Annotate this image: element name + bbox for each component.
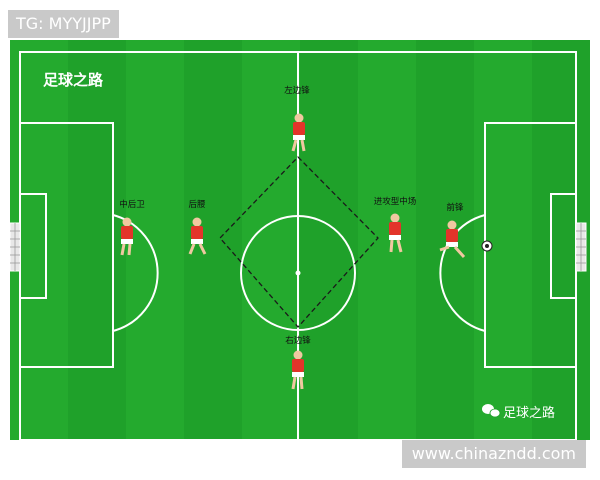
center-circle xyxy=(240,215,356,331)
wechat-icon xyxy=(482,404,501,418)
player-attacking-mid xyxy=(389,213,403,253)
diamond-formation-lines xyxy=(219,156,379,328)
watermark-tag: TG: MYYJJPP xyxy=(8,10,119,38)
left-penalty-arc xyxy=(112,214,159,332)
player-right-winger xyxy=(291,350,304,390)
brand-text: 足球之路 xyxy=(503,405,555,421)
player-striker xyxy=(439,220,466,259)
left-goal-icon xyxy=(10,222,21,272)
right-penalty-arc xyxy=(439,214,486,332)
website-watermark: www.chinazndd.com xyxy=(401,440,586,468)
right-goal-icon xyxy=(575,222,587,272)
label-defensive-mid: 后腰 xyxy=(188,199,205,210)
label-right-winger: 右边锋 xyxy=(285,335,311,346)
player-center-back xyxy=(120,217,133,256)
label-center-back: 中后卫 xyxy=(119,199,145,210)
ball-icon xyxy=(481,240,493,252)
label-left-winger: 左边锋 xyxy=(284,85,310,96)
label-attacking-mid: 进攻型中场 xyxy=(374,196,417,207)
label-striker: 前锋 xyxy=(446,202,464,213)
football-pitch: 足球之路 左边锋 中后卫 后腰 进攻型中场 前锋 右边锋 xyxy=(10,40,590,440)
player-left-winger xyxy=(291,113,306,152)
center-spot xyxy=(295,270,301,276)
pitch-title: 足球之路 xyxy=(43,71,104,89)
player-defensive-mid xyxy=(188,217,207,255)
